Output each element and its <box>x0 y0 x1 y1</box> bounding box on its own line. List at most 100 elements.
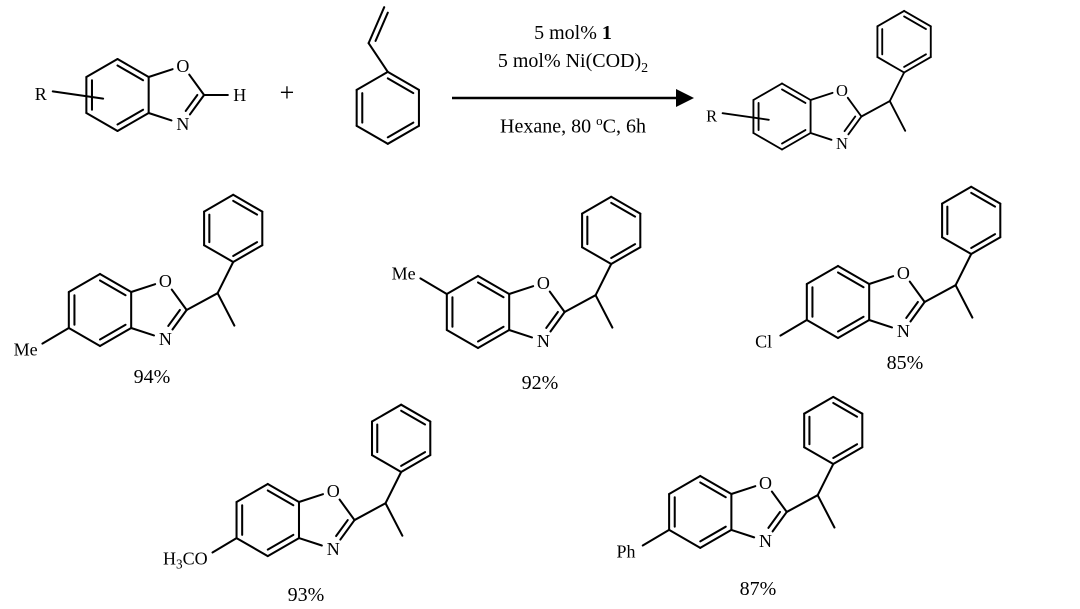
bond <box>116 108 145 126</box>
nitrogen-atom-label: N <box>159 329 172 349</box>
bond <box>211 537 238 554</box>
substituent-label: Cl <box>755 332 772 352</box>
bond <box>400 409 427 426</box>
bond <box>610 201 637 218</box>
bond <box>903 15 927 31</box>
bond <box>909 300 926 323</box>
bond <box>970 233 997 249</box>
bond <box>846 96 863 118</box>
bond <box>266 533 295 551</box>
bond <box>903 9 932 28</box>
bond <box>581 195 613 215</box>
bond <box>400 451 427 467</box>
nitrogen-atom-label: N <box>327 539 340 559</box>
bond <box>116 64 145 82</box>
bond <box>781 82 812 101</box>
bond <box>85 58 119 79</box>
oxygen-atom-label: O <box>327 481 340 501</box>
bond <box>888 100 907 132</box>
bond <box>545 310 559 329</box>
bond <box>752 82 783 101</box>
bond <box>781 132 812 151</box>
bond <box>232 241 259 257</box>
bond <box>876 56 906 74</box>
bond <box>188 73 206 97</box>
bond <box>781 88 807 104</box>
bond <box>232 193 264 213</box>
yield-label: 87% <box>739 578 777 600</box>
conditions-line-3: Hexane, 80 oC, 6h <box>448 113 698 139</box>
bond <box>868 318 894 329</box>
bond <box>386 77 415 95</box>
bond <box>98 272 133 294</box>
bond <box>903 56 932 74</box>
bond <box>41 326 70 345</box>
bond <box>232 199 259 216</box>
bond <box>836 318 871 340</box>
yield-label: 94% <box>133 366 171 388</box>
oxygen-atom-label: O <box>897 263 910 283</box>
bond <box>184 93 199 112</box>
bond <box>116 111 150 132</box>
bond <box>339 519 356 541</box>
bond <box>803 395 835 415</box>
bond <box>941 185 973 205</box>
bond <box>386 121 415 139</box>
bond <box>130 326 156 337</box>
bond <box>367 42 389 73</box>
bond <box>610 195 642 215</box>
bond <box>476 281 505 299</box>
bond <box>419 277 448 296</box>
yield-label: 93% <box>287 584 325 606</box>
bond <box>809 91 834 101</box>
bond <box>266 482 301 504</box>
substituent-label: Me <box>392 264 416 284</box>
nitrogen-atom-label: N <box>836 134 848 153</box>
bond <box>185 292 219 312</box>
bond <box>335 519 349 538</box>
bond <box>836 264 871 286</box>
conditions-line-1: 5 mol% 1 <box>448 22 698 45</box>
bond <box>832 446 864 466</box>
plus-sign: + <box>279 78 295 107</box>
temp-time-text: C, 6h <box>602 115 646 138</box>
bond <box>297 537 323 547</box>
bond <box>355 124 389 145</box>
bond <box>386 70 420 91</box>
bond <box>668 528 702 549</box>
bond <box>771 510 788 533</box>
substituent-label: Me <box>14 340 38 360</box>
nickel-catalyst-text: 5 mol% Ni(COD) <box>497 50 642 72</box>
bond <box>476 325 505 343</box>
product-5-methyl-structure: O N Me <box>14 193 264 360</box>
bond <box>98 326 133 348</box>
bond <box>779 318 808 337</box>
bond <box>170 288 188 312</box>
bond <box>903 53 927 68</box>
bond <box>445 274 480 296</box>
bond <box>770 490 788 513</box>
bond <box>130 283 157 294</box>
oxygen-atom-label: O <box>159 271 172 291</box>
bond <box>67 326 102 348</box>
bond <box>98 323 127 341</box>
bond <box>970 236 1002 256</box>
bond <box>338 498 356 522</box>
bond <box>147 111 173 122</box>
bond <box>235 537 269 558</box>
general-product-structure: ONR <box>706 9 932 153</box>
bond <box>836 271 865 289</box>
bond <box>266 489 295 507</box>
bond <box>266 537 301 558</box>
degree-superscript: o <box>596 113 603 128</box>
h-atom-label: H <box>233 85 246 105</box>
bond <box>970 185 1002 205</box>
bond <box>809 132 833 141</box>
bond <box>85 111 119 132</box>
reaction-arrow <box>452 89 694 107</box>
bond <box>549 310 566 333</box>
bond <box>730 485 757 495</box>
